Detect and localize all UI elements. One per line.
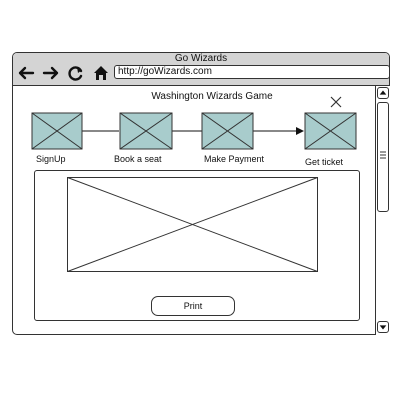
scroll-up-icon[interactable]	[377, 87, 389, 99]
step-label-signup[interactable]: SignUp	[36, 154, 66, 164]
back-icon[interactable]	[17, 65, 35, 81]
step-label-get-ticket[interactable]: Get ticket	[305, 157, 344, 167]
browser-window: Go Wizards http://goWizards.com Washingt…	[12, 52, 390, 335]
close-icon[interactable]	[330, 96, 342, 108]
step-image-get-ticket	[304, 112, 357, 150]
home-icon[interactable]	[92, 65, 110, 81]
steps-flow	[31, 112, 357, 150]
grip-icon	[380, 151, 386, 159]
scroll-down-icon[interactable]	[377, 321, 389, 333]
forward-icon[interactable]	[42, 65, 60, 81]
page-content: Washington Wizards Game	[13, 86, 375, 335]
scrollbar-thumb[interactable]	[377, 102, 389, 212]
step-image-signup	[31, 112, 83, 150]
reload-icon[interactable]	[67, 65, 85, 81]
step-label-book-seat[interactable]: Book a seat	[114, 154, 162, 164]
step-label-make-payment[interactable]: Make Payment	[204, 154, 265, 164]
window-title: Go Wizards	[174, 53, 228, 64]
print-button[interactable]: Print	[151, 296, 235, 316]
ticket-image-placeholder	[67, 177, 318, 272]
step-image-book-seat	[119, 112, 173, 150]
address-bar[interactable]: http://goWizards.com	[114, 65, 390, 79]
browser-titlebar: Go Wizards http://goWizards.com	[13, 53, 390, 86]
page-title: Washington Wizards Game	[151, 91, 273, 102]
vertical-scrollbar[interactable]	[375, 86, 390, 335]
ticket-preview-panel: Print	[34, 170, 360, 321]
step-image-make-payment	[201, 112, 254, 150]
